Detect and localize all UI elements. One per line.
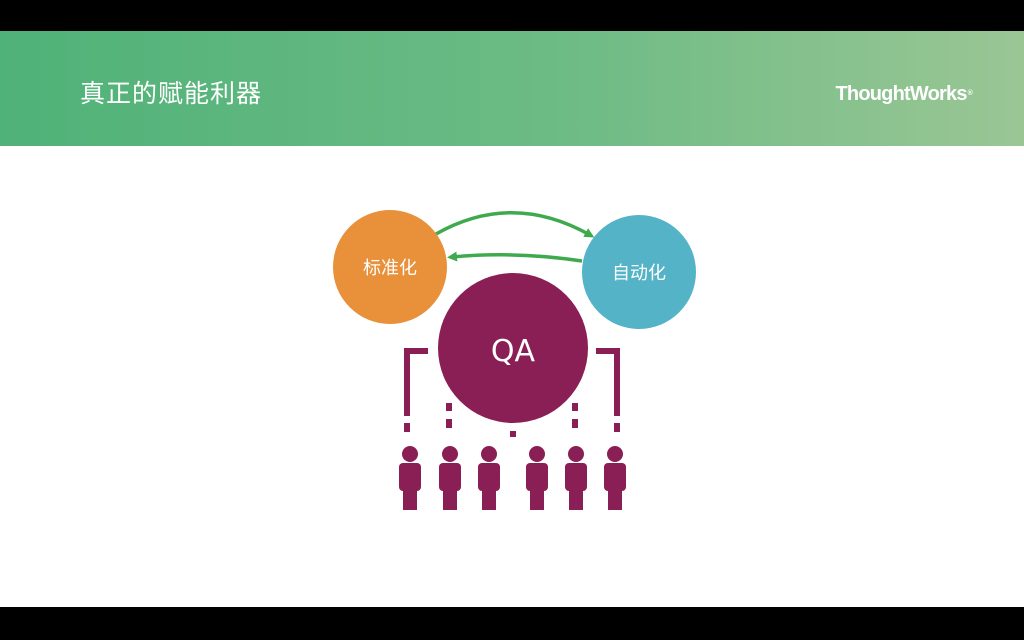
- person-icon: [478, 446, 500, 510]
- bracket-right: [572, 348, 620, 432]
- person-icon: [565, 446, 587, 510]
- qa-enablement-diagram: 标准化 自动化 QA: [333, 210, 696, 510]
- person-icon: [526, 446, 548, 510]
- thoughtworks-logo: ThoughtWorks®: [835, 81, 973, 107]
- people-group: [399, 446, 626, 510]
- person-icon: [604, 446, 626, 510]
- arrow-standardize-to-automate: [435, 211, 595, 238]
- arrow-automate-to-standardize: [447, 251, 583, 263]
- logo-registered-mark: ®: [967, 90, 973, 97]
- bracket-left: [404, 348, 452, 432]
- automate-node: [582, 215, 696, 329]
- standardize-node: [333, 210, 447, 324]
- person-icon: [399, 446, 421, 510]
- slide-header: 真正的赋能利器 ThoughtWorks®: [0, 31, 1024, 146]
- qa-node: [438, 273, 588, 423]
- slide: 真正的赋能利器 ThoughtWorks® 标准化 自动化 QA: [0, 31, 1024, 607]
- qa-label: QA: [491, 334, 536, 369]
- center-dot: [510, 431, 516, 437]
- slide-title: 真正的赋能利器: [80, 79, 263, 108]
- automate-label: 自动化: [612, 263, 666, 284]
- person-icon: [439, 446, 461, 510]
- standardize-label: 标准化: [363, 258, 417, 279]
- logo-text: ThoughtWorks: [835, 83, 968, 105]
